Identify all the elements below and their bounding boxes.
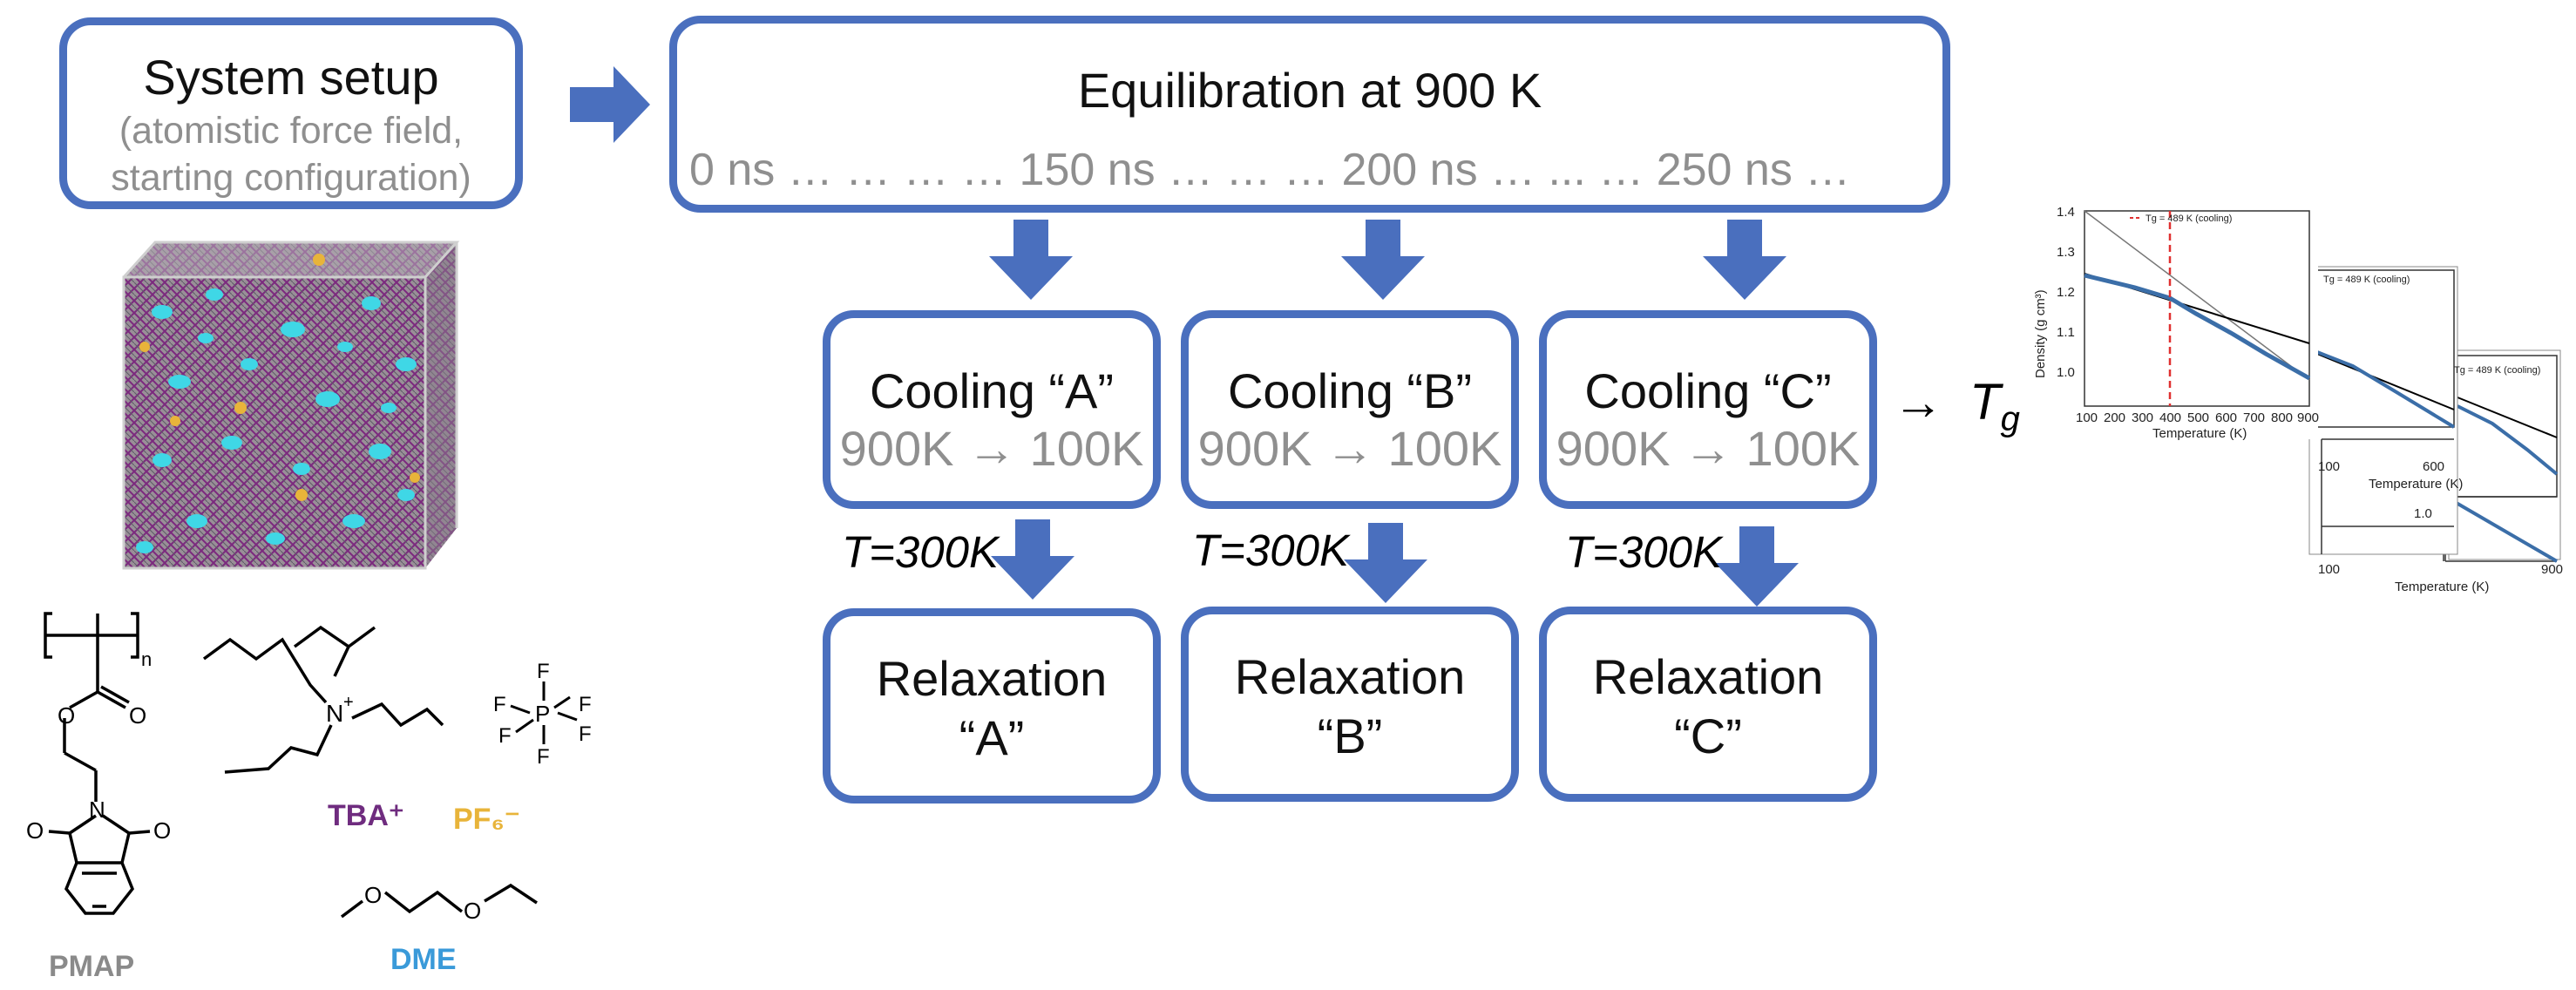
ytick-bottom: 1.0	[2414, 506, 2432, 521]
relaxation-box-a: Relaxation “A”	[823, 608, 1161, 804]
pf6-f-top: F	[537, 660, 550, 683]
xtick: 400	[2159, 410, 2181, 425]
down-arrow-icon	[1703, 220, 1786, 300]
density-plot-3	[2442, 349, 2561, 563]
pf6-f-bottom: F	[537, 745, 550, 769]
xtick: 100	[2076, 410, 2098, 425]
density-plot-2	[2308, 266, 2458, 555]
dme-o-right: O	[464, 898, 481, 924]
tba-label: TBA⁺	[328, 799, 404, 832]
tba-n-plus: +	[343, 693, 354, 712]
system-setup-title: System setup	[143, 50, 439, 105]
pf6-label: PF₆⁻	[453, 803, 520, 836]
pmap-imide-o-left: O	[26, 817, 44, 844]
xtick: 800	[2271, 410, 2293, 425]
xtick: 600	[2215, 410, 2237, 425]
xtick: 100	[2318, 459, 2340, 474]
pf6-f-lower-left: F	[498, 724, 512, 748]
density-xlabel-front: Temperature (K)	[2152, 426, 2247, 441]
down-arrow-icon	[1715, 526, 1799, 607]
pf6-f-left: F	[493, 693, 506, 716]
down-arrow-icon	[1341, 220, 1425, 300]
xtick: 300	[2132, 410, 2153, 425]
pmap-n: N	[89, 797, 105, 823]
xtick: 200	[2104, 410, 2125, 425]
xtick: 900	[2297, 410, 2319, 425]
relax-temperature-b: T=300K	[1192, 526, 1350, 575]
xtick: 600	[2423, 459, 2444, 474]
xtick: 100	[2318, 562, 2340, 577]
cooling-box-b: Cooling “B” 900K → 100K	[1181, 310, 1519, 509]
density-ylabel: Density (g cm³)	[2033, 289, 2048, 378]
dme-structure: O O	[340, 882, 538, 924]
relaxation-title: Relaxation	[1234, 649, 1466, 704]
relax-temperature-c: T=300K	[1565, 527, 1723, 577]
pmap-structure: n O O N O O	[26, 612, 171, 915]
relaxation-label: “A”	[959, 710, 1025, 765]
relaxation-title: Relaxation	[876, 651, 1108, 706]
right-arrow-icon	[570, 66, 650, 143]
relaxation-box-b: Relaxation “B”	[1181, 607, 1519, 802]
down-arrow-icon	[1344, 523, 1427, 603]
cooling-title: Cooling “A”	[869, 363, 1115, 418]
system-setup-subtitle-1: (atomistic force field,	[119, 110, 464, 152]
relaxation-title: Relaxation	[1592, 649, 1824, 704]
tg-symbol: T	[1969, 374, 2001, 431]
relax-temperature-a: T=300K	[842, 527, 1000, 577]
tg-arrow: →	[1893, 374, 1943, 431]
tba-n: N	[326, 700, 343, 727]
system-setup-subtitle-2: starting configuration)	[111, 157, 471, 199]
ytick-1-3: 1.3	[2057, 245, 2075, 260]
xticks-middle: 100 600	[2318, 459, 2444, 474]
relaxation-label: “C”	[1674, 709, 1742, 763]
pf6-f-right: F	[579, 693, 592, 716]
cooling-box-c: Cooling “C” 900K → 100K	[1539, 310, 1877, 509]
density-xlabel-middle: Temperature (K)	[2369, 477, 2463, 492]
ytick-1-0: 1.0	[2057, 365, 2075, 380]
xtick: 900	[2541, 562, 2563, 577]
density-legend-front: Tg = 489 K (cooling)	[2146, 214, 2232, 224]
ytick-1-2: 1.2	[2057, 285, 2075, 300]
relaxation-box-c: Relaxation “C”	[1539, 607, 1877, 802]
tg-output: → Tg	[1893, 373, 2020, 439]
equilibration-timeline: 0 ns … … … … 150 ns … … … 200 ns … ... ……	[689, 145, 1851, 195]
equilibration-title: Equilibration at 900 K	[1077, 63, 1542, 118]
cooling-title: Cooling “B”	[1227, 363, 1473, 418]
pmap-imide-o-right: O	[153, 817, 171, 844]
density-legend-back: Tg = 489 K (cooling)	[2454, 365, 2540, 376]
tg-subscript: g	[2000, 399, 2020, 438]
ytick-1-4: 1.4	[2057, 205, 2075, 220]
cooling-range: 900K → 100K	[1556, 421, 1861, 476]
density-plots: Tg = 489 K (cooling) Density (g cm³) Tem…	[2022, 204, 2563, 594]
pmap-ester-o: O	[58, 702, 75, 729]
density-legend-middle: Tg = 489 K (cooling)	[2323, 275, 2410, 285]
xtick: 700	[2243, 410, 2265, 425]
down-arrow-icon	[991, 519, 1074, 600]
xticks-back: 100 900	[2318, 562, 2563, 577]
relaxation-label: “B”	[1317, 709, 1383, 763]
ytick-1-1: 1.1	[2057, 325, 2075, 340]
xtick: 500	[2187, 410, 2209, 425]
density-xlabel-back: Temperature (K)	[2395, 580, 2489, 594]
pf6-f-lower-right: F	[579, 722, 592, 746]
cooling-box-a: Cooling “A” 900K → 100K	[823, 310, 1161, 509]
pf6-structure: P F F F F F F	[493, 660, 592, 769]
density-plot-1	[2022, 204, 2318, 439]
down-arrow-icon	[989, 220, 1073, 300]
xticks-front: 100 200 300 400 500 600 700 800 900	[2076, 410, 2319, 425]
tba-structure: N +	[202, 625, 444, 774]
cooling-range: 900K → 100K	[839, 421, 1144, 476]
cooling-range: 900K → 100K	[1197, 421, 1502, 476]
pmap-label: PMAP	[49, 950, 135, 983]
cooling-title: Cooling “C”	[1584, 363, 1832, 418]
pf6-p: P	[535, 701, 550, 727]
simulation-box-render	[122, 241, 460, 570]
dme-o-left: O	[364, 882, 382, 908]
equilibration-box: Equilibration at 900 K 0 ns … … … … 150 …	[669, 16, 1950, 213]
pmap-repeat-n: n	[141, 648, 152, 670]
dme-label: DME	[390, 943, 457, 976]
system-setup-box: System setup (atomistic force field, sta…	[59, 17, 523, 209]
pmap-carbonyl-o: O	[129, 702, 146, 729]
